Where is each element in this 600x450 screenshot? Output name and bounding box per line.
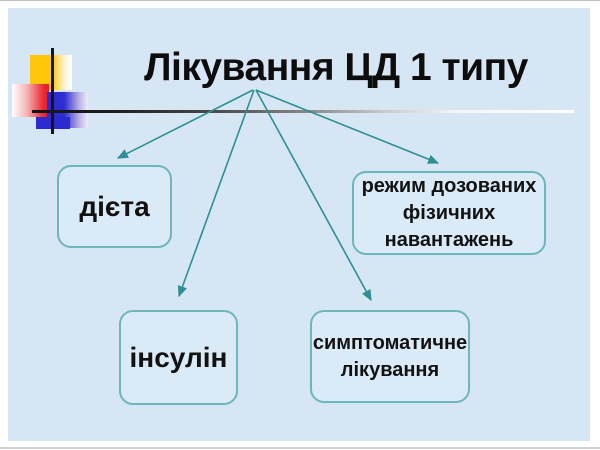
node-rezhym-navantazhen: режим дозованих фізичних навантажень	[352, 171, 546, 255]
node-insulin: інсулін	[119, 310, 238, 405]
node-rezhym-label: режим дозованих фізичних навантажень	[361, 174, 537, 251]
node-dieta-label: дієта	[79, 190, 150, 222]
bottom-hairline	[0, 447, 600, 449]
title-underline-rule	[32, 110, 574, 113]
node-insulin-label: інсулін	[129, 341, 228, 373]
node-symptomatychne-label: симптоматичне лікування	[312, 331, 468, 381]
slide-title: Лікування ЦД 1 типу	[144, 46, 528, 89]
node-dieta: дієта	[57, 165, 172, 248]
node-symptomatychne: симптоматичне лікування	[310, 310, 470, 403]
slide-canvas: Лікування ЦД 1 типу дієта режим дозовани…	[8, 8, 590, 441]
top-hairline	[0, 0, 600, 1]
ornament-vertical-line	[51, 48, 54, 134]
